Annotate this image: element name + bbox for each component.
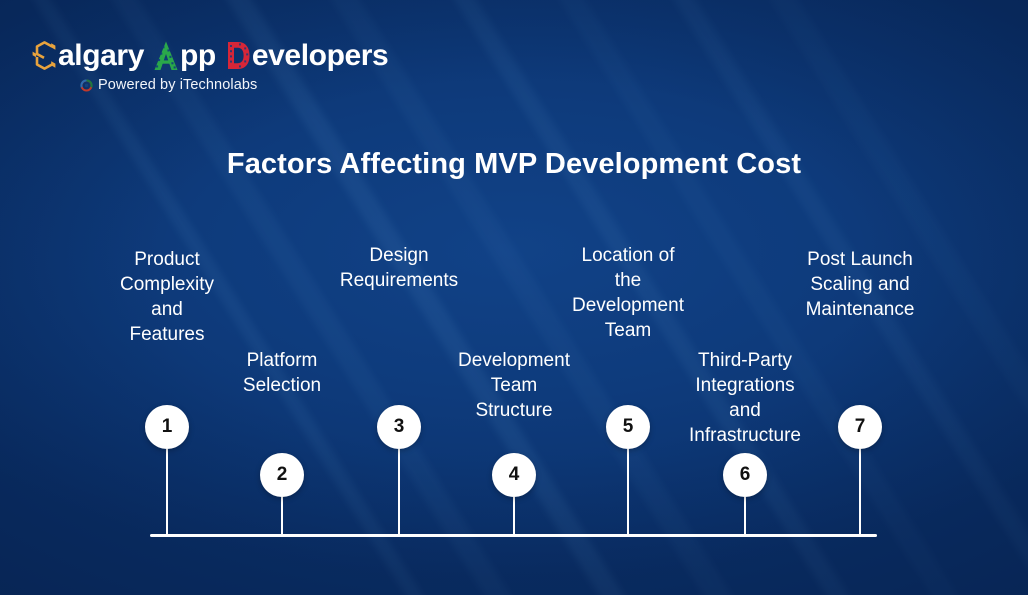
node-label: Location of the Development Team	[572, 245, 684, 341]
node-number-badge[interactable]: 3	[377, 405, 421, 449]
brand-tagline-text: Powered by iTechnolabs	[98, 77, 258, 93]
page-title: Factors Affecting MVP Development Cost	[226, 148, 802, 180]
brand-tagline: Powered by iTechnolabs	[80, 78, 388, 93]
node-stem	[744, 497, 746, 536]
node-stem	[627, 449, 629, 536]
node-label: Platform Selection	[242, 350, 322, 396]
node-label: Post Launch Scaling and Maintenance	[805, 249, 915, 320]
node-number-badge[interactable]: 4	[492, 453, 536, 497]
node-label: Development Team Structure	[458, 350, 570, 421]
node-number-badge[interactable]: 1	[145, 405, 189, 449]
node-number-badge[interactable]: 2	[260, 453, 304, 497]
brand-word-calgary-rest: algary	[58, 39, 144, 72]
node-label: Product Complexity and Features	[120, 249, 214, 345]
node-stem	[513, 497, 515, 536]
brand-word-app-rest: pp	[180, 39, 216, 72]
node-number-badge[interactable]: 7	[838, 405, 882, 449]
ring-icon	[80, 79, 93, 92]
node-stem	[859, 449, 861, 536]
brand-word-developers-rest: evelopers	[251, 39, 389, 72]
brand-logo[interactable]: algary	[31, 39, 389, 93]
brand-wordmark: algary	[31, 39, 389, 72]
node-stem	[166, 449, 168, 536]
node-label: Third-Party Integrations and Infrastruct…	[689, 350, 801, 446]
node-number-badge[interactable]: 6	[723, 453, 767, 497]
node-stem	[398, 449, 400, 536]
hex-c-icon	[31, 40, 57, 71]
node-label: Design Requirements	[339, 245, 459, 291]
block-a-icon	[153, 40, 179, 71]
block-d-icon	[225, 40, 251, 71]
node-number-badge[interactable]: 5	[606, 405, 650, 449]
node-stem	[281, 497, 283, 536]
